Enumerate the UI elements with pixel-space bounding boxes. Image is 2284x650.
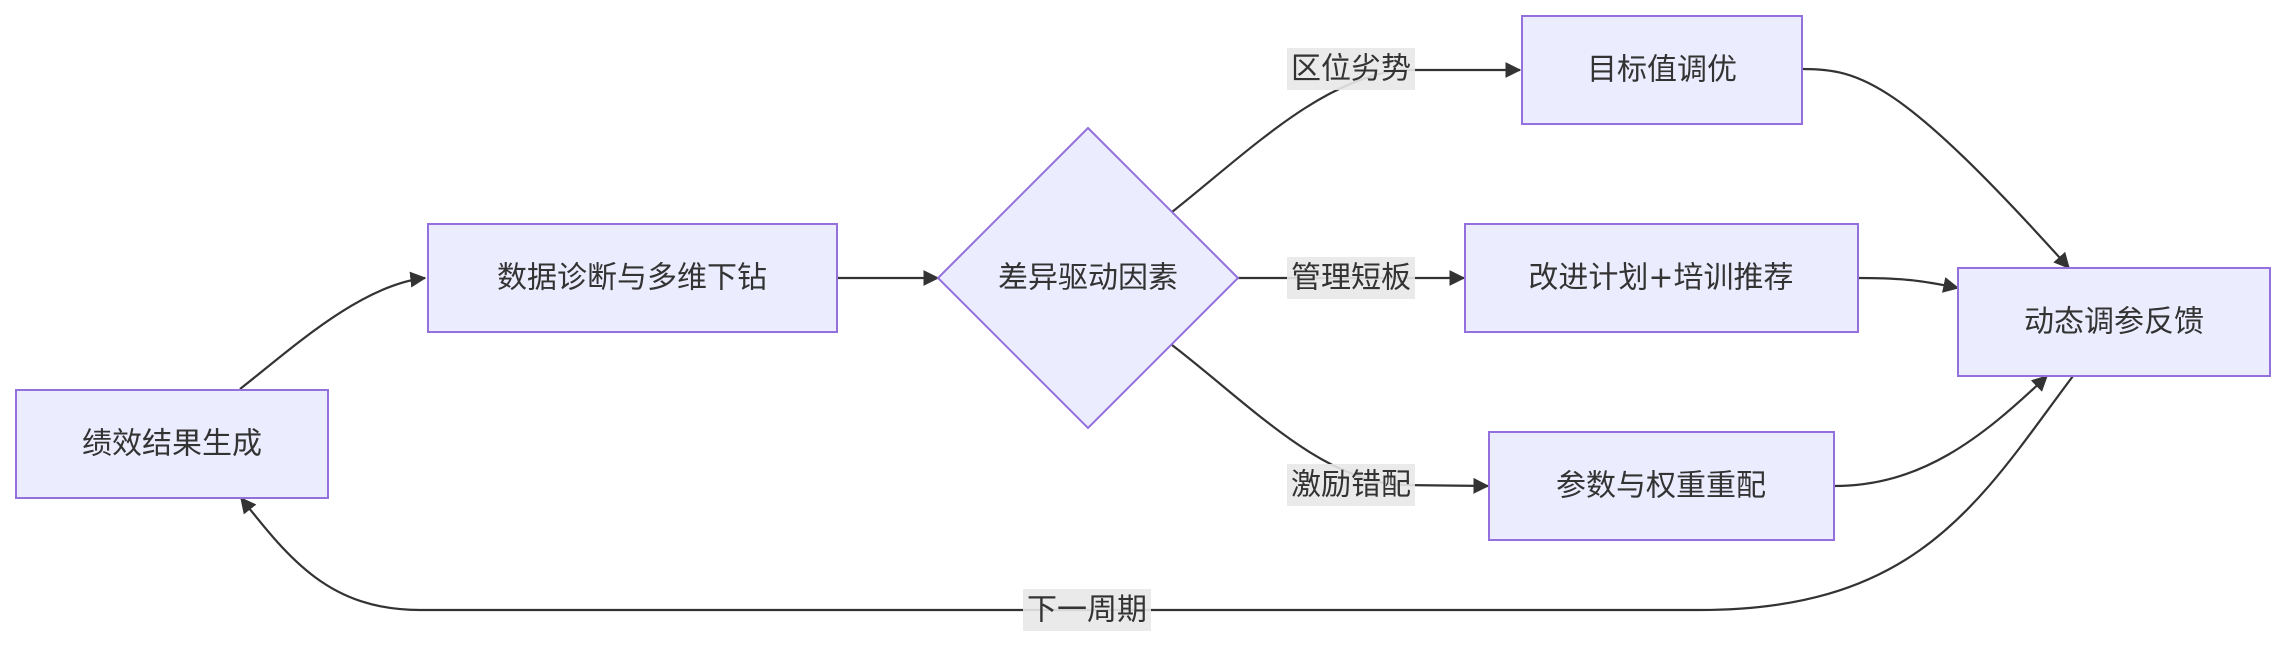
- node-result-label: 绩效结果生成: [82, 427, 262, 462]
- node-result: 绩效结果生成: [15, 389, 329, 499]
- edge-label-zone-disadvantage: 区位劣势: [1287, 48, 1415, 90]
- node-feedback: 动态调参反馈: [1957, 267, 2271, 377]
- edge-label-mgmt-weakness: 管理短板: [1287, 257, 1415, 299]
- node-decision: 差异驱动因素: [936, 126, 1240, 430]
- edge-result-to-diagnosis: [239, 271, 427, 390]
- edge-improve-to-feedback: [1857, 276, 1960, 293]
- edge-label-incentive-mismatch: 激励错配: [1287, 464, 1415, 506]
- svg-text:激励错配: 激励错配: [1291, 468, 1411, 503]
- svg-text:下一周期: 下一周期: [1027, 593, 1147, 628]
- node-improve-label: 改进计划+培训推荐: [1528, 261, 1793, 296]
- svg-text:管理短板: 管理短板: [1291, 261, 1411, 296]
- node-diagnosis: 数据诊断与多维下钻: [427, 223, 838, 333]
- edge-feedback-to-result: [240, 375, 2074, 612]
- node-feedback-label: 动态调参反馈: [2024, 305, 2204, 340]
- node-target-label: 目标值调优: [1587, 53, 1737, 88]
- node-params: 参数与权重重配: [1488, 431, 1835, 541]
- edge-decision-to-target: [1171, 62, 1522, 213]
- node-improve: 改进计划+培训推荐: [1464, 223, 1859, 333]
- node-params-label: 参数与权重重配: [1556, 469, 1766, 504]
- node-diagnosis-label: 数据诊断与多维下钻: [497, 261, 767, 296]
- svg-text:区位劣势: 区位劣势: [1291, 52, 1411, 87]
- edge-params-to-feedback: [1833, 375, 2048, 488]
- edge-target-to-feedback: [1801, 67, 2070, 269]
- edge-label-next-cycle: 下一周期: [1023, 589, 1151, 631]
- node-decision-label: 差异驱动因素: [998, 261, 1178, 296]
- node-target: 目标值调优: [1521, 15, 1803, 125]
